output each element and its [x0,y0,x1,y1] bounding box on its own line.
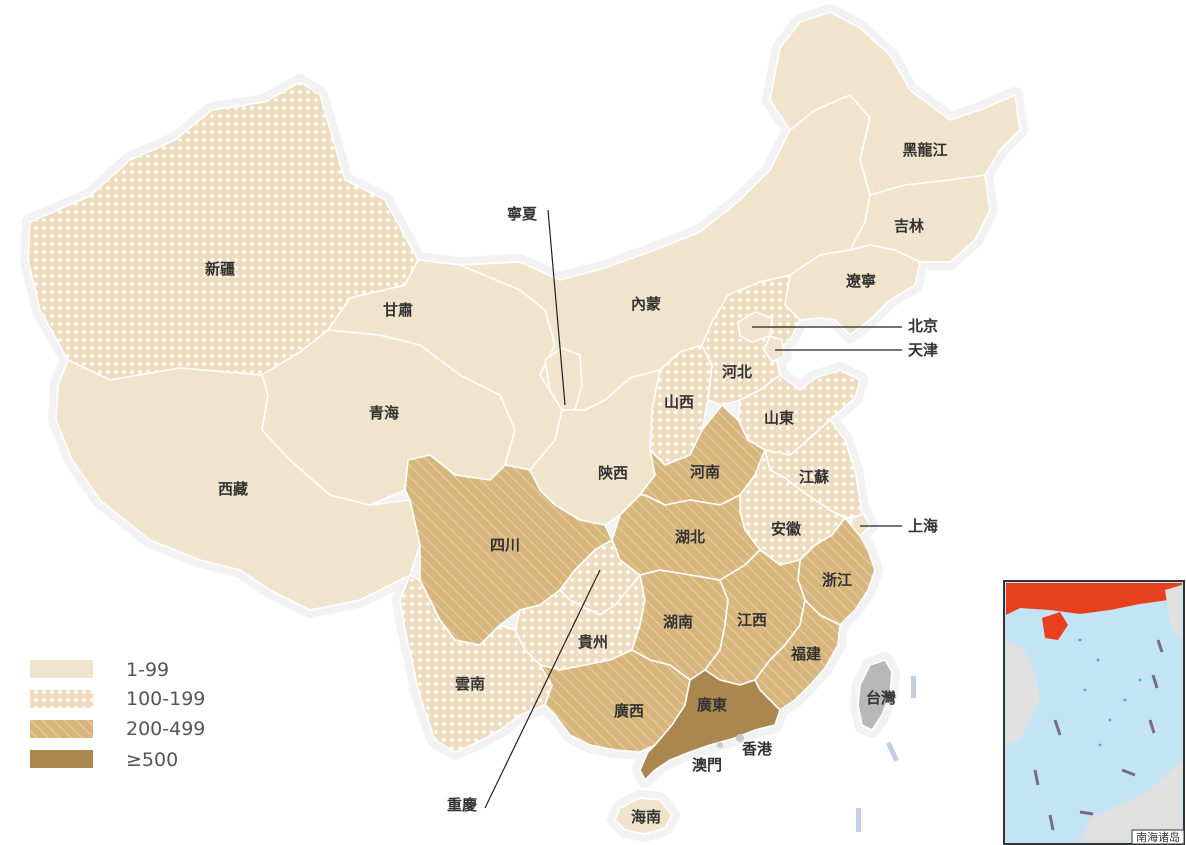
island-markers [856,676,916,832]
inset-dash [1121,768,1136,777]
label-beijing: 北京 [908,317,938,335]
label-qinghai: 青海 [369,404,399,422]
legend-label: ≥500 [126,749,178,771]
region-heilongjiang[interactable] [769,11,1021,196]
region-liaoning[interactable] [784,244,921,336]
label-jiangsu: 江蘇 [799,468,829,486]
region-hainan[interactable] [614,797,673,835]
label-liaoning: 遼寧 [846,272,876,290]
inset-island [1123,698,1127,702]
label-heilongjiang: 黑龍江 [902,141,947,159]
inset-label: 南海诸岛 [1136,830,1180,844]
island-marker [911,676,916,698]
inset-island [1138,678,1142,682]
label-macau: 澳門 [692,756,722,774]
region-taiwan[interactable] [857,659,893,731]
island-marker [856,808,861,832]
legend-swatch-t2 [30,690,93,708]
region-labels: 新疆 西藏 青海 甘肅 內蒙 黑龍江 吉林 遼寧 寧夏 北京 天津 河北 山西 … [205,141,948,826]
south-china-sea-inset: 南海诸岛 [1003,580,1185,845]
inset-land-philippines [1165,585,1182,640]
inset-dash [1079,810,1094,816]
label-tianjin: 天津 [908,341,938,359]
label-hongkong: 香港 [742,740,773,758]
inset-land-west [1006,640,1040,745]
label-guizhou: 貴州 [578,633,608,651]
label-jiangxi: 江西 [737,611,767,629]
label-sichuan: 四川 [490,536,520,554]
label-fujian: 福建 [790,645,822,663]
region-hongkong[interactable] [736,734,744,742]
province-layer [27,11,1021,835]
inset-islands [1078,638,1142,747]
label-shanghai: 上海 [908,517,938,535]
label-henan: 河南 [690,463,720,481]
label-anhui: 安徽 [771,520,802,538]
region-macau[interactable] [717,742,723,748]
inset-island [1083,688,1087,692]
inset-mainland [1006,583,1182,615]
inset-island [1078,638,1082,642]
inset-dash [1048,814,1055,831]
label-hunan: 湖南 [663,613,693,631]
leader-chongqing [484,569,601,809]
legend-swatch-t3 [30,720,93,738]
label-neimenggu: 內蒙 [631,295,661,313]
label-shaanxi: 陝西 [598,464,628,482]
inset-dash [1148,719,1156,734]
label-yunnan: 雲南 [455,675,485,693]
inset-island [1108,718,1112,722]
label-guangdong: 廣東 [697,696,727,714]
inset-hainan [1042,612,1068,640]
inset-dash [1053,719,1062,736]
inset-island [1096,658,1100,662]
legend-label: 200-499 [126,718,205,740]
region-guangdong[interactable] [639,669,781,781]
inset-dash [1033,769,1040,786]
label-hebei: 河北 [722,363,752,381]
inset-dash [1156,639,1164,653]
inset-dash-line [1033,639,1164,831]
label-xizang: 西藏 [218,480,248,498]
legend-swatch-t4 [30,750,93,768]
leader-ningxia [547,209,566,406]
label-shanxi: 山西 [664,393,694,411]
region-tianjin[interactable] [763,335,785,363]
label-gansu: 甘肅 [383,301,413,319]
label-zhejiang: 浙江 [822,571,852,589]
region-ningxia[interactable] [544,347,583,411]
legend-label: 1-99 [126,659,169,681]
leader-lines [484,209,902,809]
label-taiwan: 台灣 [866,689,896,707]
label-hubei: 湖北 [675,528,705,546]
label-hainan: 海南 [631,808,661,826]
inset-dash [1151,674,1159,689]
legend-swatch-t1 [30,660,93,678]
legend: 1-99 100-199 200-499 ≥500 [30,659,205,771]
inset-label-box [1131,829,1185,845]
label-guangxi: 廣西 [614,702,644,720]
legend-label: 100-199 [126,688,205,710]
label-shandong: 山東 [764,409,794,427]
inset-island [1098,743,1102,747]
label-jilin: 吉林 [894,217,925,235]
label-xinjiang: 新疆 [205,260,235,278]
inset-land-southeast [1080,760,1182,842]
island-marker [885,741,899,762]
label-chongqing: 重慶 [447,796,477,814]
label-ningxia: 寧夏 [507,205,538,223]
